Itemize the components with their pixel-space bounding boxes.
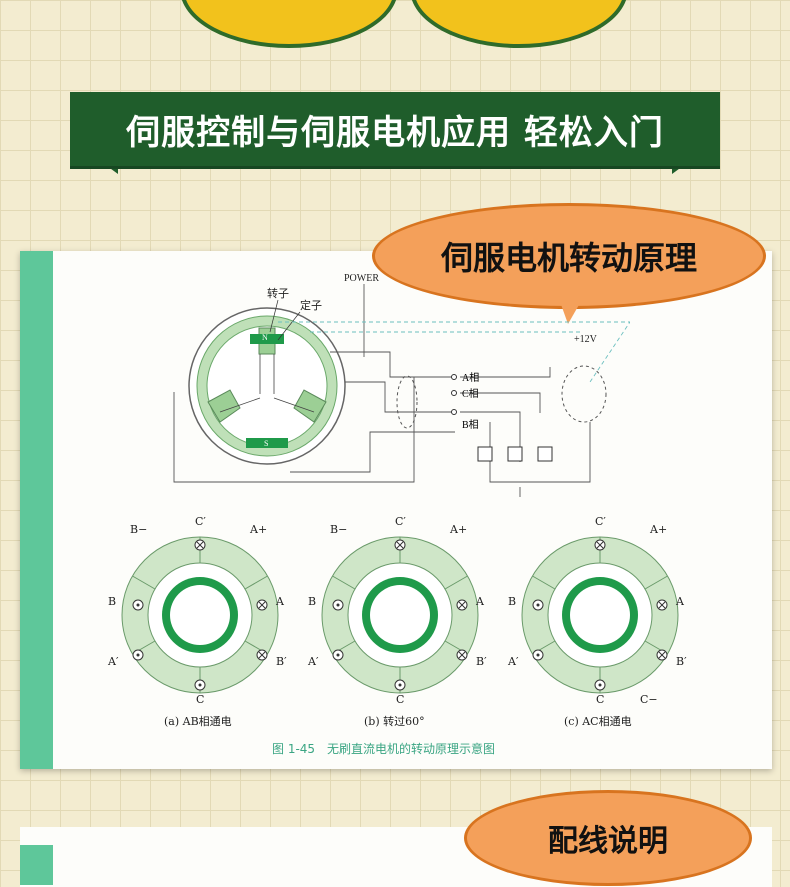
stator-divider [532, 575, 556, 590]
marker-cross [458, 651, 466, 659]
lemon-decoration-right [410, 0, 628, 48]
motor-1-caption: (a) AB相通电 [164, 715, 232, 728]
motor-3-label-top-mid: C′ [595, 515, 606, 528]
phase-b-label: B相 [462, 418, 479, 431]
marker-dot [536, 653, 540, 657]
panel-accent-bar [20, 251, 53, 769]
marker-dot [336, 603, 340, 607]
bubble-principle-text: 伺服电机转动原理 [440, 239, 697, 277]
motor-1-label-top-right: A+ [250, 523, 268, 536]
phase-c-label: C相 [462, 387, 479, 400]
bubble-wiring-text: 配线说明 [548, 824, 668, 859]
rotor-core [170, 585, 230, 645]
marker-dot [398, 683, 402, 687]
motor-1-label-bottom-right: B′ [276, 655, 287, 668]
motor-1-label-right: A [276, 595, 284, 608]
motor-cross-sections [121, 536, 679, 694]
pole-n-label: N [262, 333, 268, 342]
motor-2-label-top-right: A+ [450, 523, 468, 536]
motor-3-label-extra: C− [640, 693, 658, 706]
motor-3-caption: (c) AC相通电 [564, 715, 632, 728]
voltage-label: +12V [574, 334, 598, 345]
motor-1-label-left: B [108, 595, 117, 608]
power-label: POWER [344, 273, 379, 284]
pole-s-label: S [264, 439, 268, 448]
motor-3-label-bottom: C [596, 693, 605, 706]
stator-divider [644, 575, 668, 590]
motor-3-label-right: A [676, 595, 684, 608]
marker-cross [258, 651, 266, 659]
motor-3-label-bottom-right: B′ [676, 655, 687, 668]
wiring-panel-accent-bar [20, 845, 53, 885]
motor-2-label-top-left: B− [330, 523, 348, 536]
stator-divider [332, 575, 356, 590]
stator-divider [132, 575, 156, 590]
rotor-label: 转子 [267, 286, 289, 300]
marker-dot [136, 653, 140, 657]
motor-2-label-right: A [476, 595, 484, 608]
marker-dot [136, 603, 140, 607]
lemon-decoration-left [180, 0, 398, 48]
speech-bubble-principle: 伺服电机转动原理 [372, 203, 766, 309]
motor-1-label-bottom-left: A′ [108, 655, 119, 668]
motor-2-label-bottom-left: A′ [308, 655, 319, 668]
marker-cross [596, 541, 604, 549]
marker-dot [598, 683, 602, 687]
motor-2-caption: (b) 转过60° [364, 715, 425, 728]
rotor-core [370, 585, 430, 645]
motor-2-label-bottom: C [396, 693, 405, 706]
stator-label: 定子 [300, 298, 322, 312]
banner-title: 伺服控制与伺服电机应用 轻松入门 [126, 112, 664, 153]
figure-caption: 图 1-45 无刷直流电机的转动原理示意图 [272, 742, 496, 756]
marker-cross [658, 651, 666, 659]
motor-1-label-bottom: C [196, 693, 205, 706]
motor-2-label-bottom-right: B′ [476, 655, 487, 668]
motor-2-label-left: B [308, 595, 317, 608]
marker-cross [458, 601, 466, 609]
motor-2-label-top-mid: C′ [395, 515, 406, 528]
marker-cross [396, 541, 404, 549]
title-ribbon [70, 92, 720, 166]
motor-1-label-top-left: B− [130, 523, 148, 536]
motor-1-label-top-mid: C′ [195, 515, 206, 528]
marker-dot [198, 683, 202, 687]
motor-3-label-left: B [508, 595, 517, 608]
speech-bubble-tail [558, 296, 584, 324]
marker-cross [258, 601, 266, 609]
stator-divider [444, 575, 468, 590]
marker-cross [196, 541, 204, 549]
motor-3-label-top-right: A+ [650, 523, 668, 536]
motor-circuit-diagram: N S 转子 定子 POWER +12V A相 C相 B相 [173, 273, 630, 497]
rotor-core [570, 585, 630, 645]
speech-bubble-wiring: 配线说明 [464, 790, 752, 886]
marker-dot [536, 603, 540, 607]
marker-cross [658, 601, 666, 609]
stator-divider [244, 575, 268, 590]
motor-3-label-bottom-left: A′ [508, 655, 519, 668]
phase-a-label: A相 [462, 371, 479, 384]
marker-dot [336, 653, 340, 657]
